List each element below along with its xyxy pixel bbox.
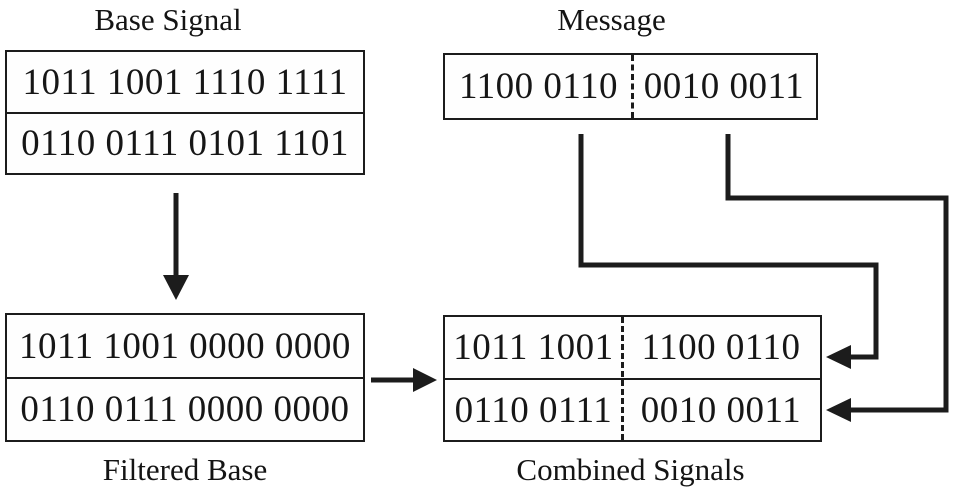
base-signal-title: Base Signal — [94, 2, 242, 37]
filtered-base-row-2: 0110 0111 0000 0000 — [7, 377, 363, 440]
combined-dashed-divider — [621, 317, 624, 440]
filtered-base-row-1: 1011 1001 0000 0000 — [19, 325, 351, 367]
base-signal-row-2: 0110 0111 0101 1101 — [7, 112, 363, 173]
filtered-base-title: Filtered Base — [102, 452, 268, 487]
combined-signals-title: Combined Signals — [516, 452, 745, 487]
message-title: Message — [557, 2, 666, 37]
combined-row2-base-part: 0110 0111 — [454, 389, 613, 431]
base-signal-row-1: 1011 1001 1110 1111 — [22, 61, 348, 103]
combined-row1-base-part: 1011 1001 — [453, 327, 614, 368]
message-dashed-divider — [631, 55, 634, 118]
filtered-to-combined-arrowhead — [413, 368, 437, 392]
message-right-half: 0010 0011 — [643, 66, 805, 107]
message-left-half: 1100 0110 — [458, 66, 618, 107]
combined-row2-message-part: 0010 0011 — [640, 389, 802, 431]
message-right-arrowhead — [826, 398, 851, 422]
combined-row1-message-part: 1100 0110 — [641, 327, 801, 368]
base-signal-box: 1011 1001 1110 1111 0110 0111 0101 1101 — [5, 50, 365, 175]
filtered-base-box: 1011 1001 0000 0000 0110 0111 0000 0000 — [5, 313, 365, 442]
combined-signals-box: 1011 1001 1100 0110 0110 0111 0010 0011 — [443, 315, 822, 442]
base-to-filtered-arrowhead — [163, 275, 189, 300]
message-box: 1100 0110 0010 0011 — [443, 53, 818, 120]
message-left-arrowhead — [826, 345, 851, 369]
